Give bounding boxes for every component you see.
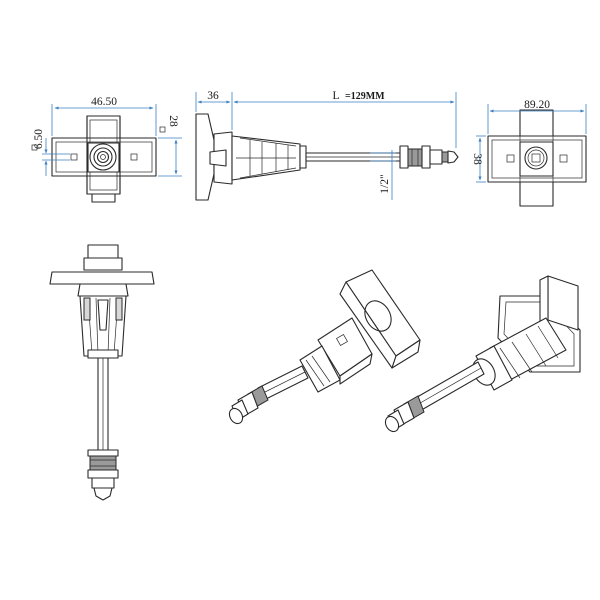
isometric-view-1 [228, 269, 421, 425]
dim-length-prefix: L [332, 90, 339, 102]
square-symbol-icon [31, 144, 38, 151]
dim-height-right: 28 [167, 115, 179, 127]
side-view [195, 92, 459, 201]
rear-view [476, 104, 587, 207]
dim-flange: 36 [207, 90, 219, 102]
dim-thread: 1/2" [379, 174, 391, 193]
isometric-view-2 [384, 275, 581, 433]
square-symbol-icon [159, 126, 166, 133]
dim-height-plate: 38 [471, 153, 483, 165]
dim-width-plate: 89.20 [524, 99, 550, 111]
vertical-bolt-view [49, 244, 155, 501]
front-view [42, 104, 182, 203]
dim-length-value: =129MM [345, 91, 385, 102]
dim-width-top: 46.50 [91, 96, 117, 108]
dim-height-left: 6.50 [33, 129, 45, 149]
